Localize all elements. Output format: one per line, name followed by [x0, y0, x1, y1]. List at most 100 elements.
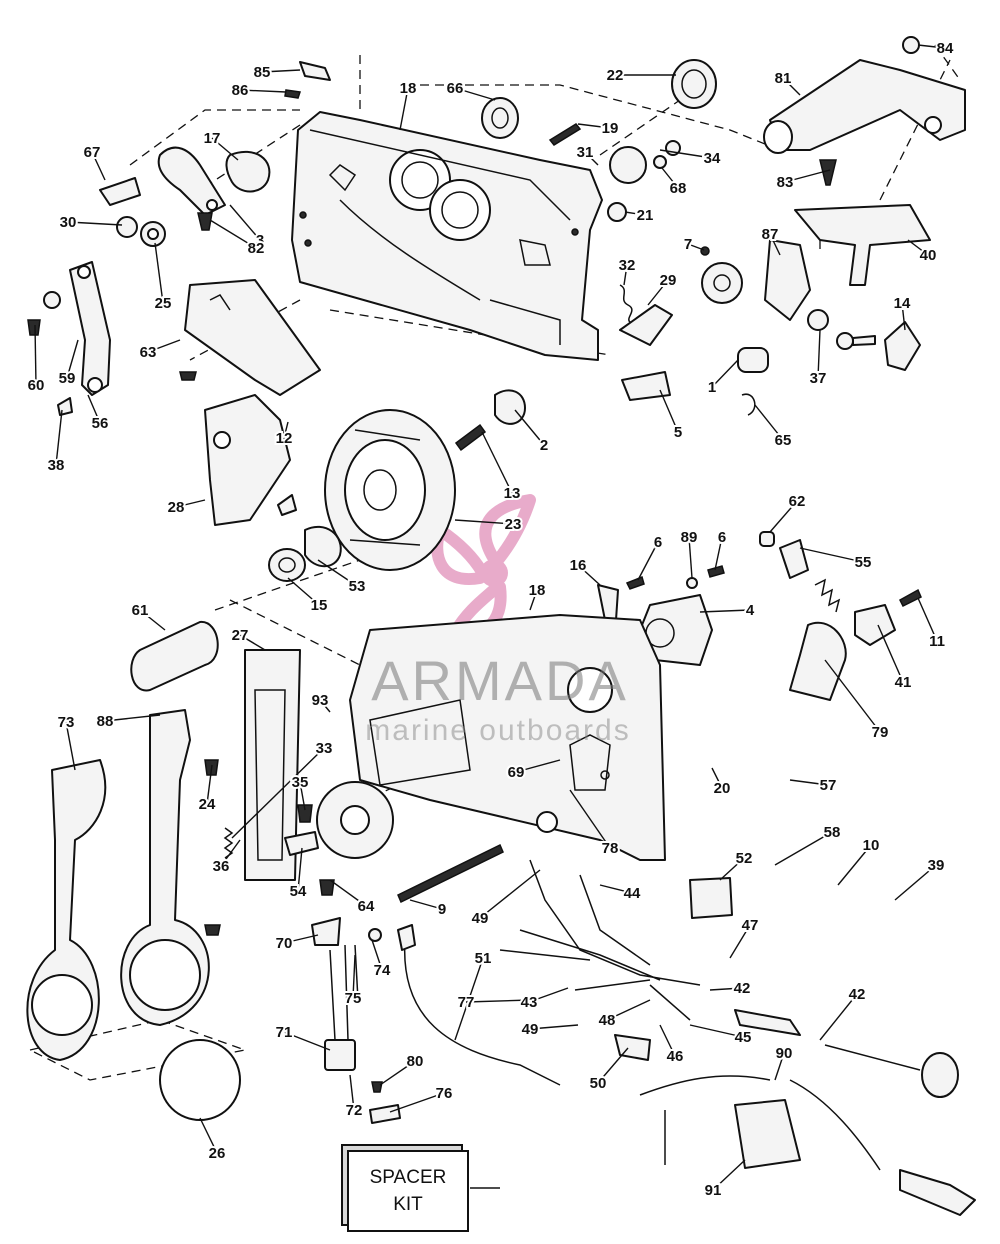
callout-leader-64 — [329, 879, 367, 907]
part-82-screw — [197, 212, 213, 231]
callout-leader-81 — [782, 77, 801, 96]
callout-halo-42: 42 — [849, 986, 866, 1003]
callout-54: 54 — [290, 883, 307, 900]
callout-leaders — [34, 44, 946, 1191]
part-54-clamp — [284, 831, 319, 856]
callout-leader-79 — [824, 659, 881, 733]
callout-halo-81: 81 — [775, 70, 792, 87]
callout-59: 59 — [59, 370, 76, 387]
callout-56: 56 — [92, 415, 109, 432]
callout-leader-31 — [584, 151, 599, 166]
callout-halo-18: 18 — [529, 582, 546, 599]
callout-leader-75 — [352, 954, 356, 999]
part-6-screw-b — [707, 565, 725, 578]
part-71-connector — [324, 944, 356, 1071]
callout-halo-82: 82 — [248, 240, 265, 257]
part-29-cam — [619, 304, 673, 346]
callout-41: 41 — [895, 674, 912, 691]
callout-44: 44 — [624, 885, 641, 902]
callout-halo-45: 45 — [735, 1029, 752, 1046]
callout-halo-78: 78 — [602, 840, 619, 857]
callout-leader-15 — [287, 577, 320, 606]
callout-60: 60 — [28, 377, 45, 394]
callout-leader-72 — [349, 1074, 355, 1111]
callout-halo-89: 89 — [681, 529, 698, 546]
part-wire-harness — [499, 859, 701, 1021]
upper-control-housing — [291, 111, 603, 361]
callout-leader-4 — [699, 609, 751, 613]
callout-halo-52: 52 — [736, 850, 753, 867]
part-63-plate — [184, 279, 321, 396]
callout-leader-74 — [371, 939, 383, 971]
callout-81: 81 — [775, 70, 792, 87]
callout-51: 51 — [475, 950, 492, 967]
part-14-cap — [884, 321, 921, 371]
callout-leader-27 — [239, 634, 266, 651]
part-31-disc — [609, 146, 647, 184]
callout-70: 70 — [276, 935, 293, 952]
part-60b-screw — [179, 371, 197, 381]
callout-39: 39 — [928, 857, 945, 874]
callout-leader-9 — [409, 899, 443, 910]
part-40-bracket — [794, 204, 931, 286]
part-75-wire — [354, 944, 359, 1001]
callout-halo-1: 1 — [708, 379, 716, 396]
callout-78: 78 — [602, 840, 619, 857]
part-73-handle — [26, 759, 107, 1061]
callout-leader-44 — [599, 884, 633, 894]
part-87-switch-bracket — [764, 239, 811, 321]
part-91-boot — [734, 1099, 801, 1169]
callout-12: 12 — [276, 430, 293, 447]
callout-7: 7 — [684, 236, 692, 253]
callout-31: 31 — [577, 144, 594, 161]
part-17-ring — [225, 150, 271, 193]
callout-leader-91 — [712, 1159, 746, 1191]
callout-22: 22 — [607, 67, 624, 84]
part-37-key — [836, 332, 876, 350]
callout-11: 11 — [929, 633, 945, 650]
callout-halo-27: 27 — [232, 627, 249, 644]
callout-halo-49: 49 — [522, 1021, 539, 1038]
part-ignition-switch — [701, 262, 743, 304]
callout-halo-40: 40 — [920, 247, 937, 264]
callout-leader-88 — [104, 714, 161, 722]
callout-52: 52 — [736, 850, 753, 867]
callout-halo-84: 84 — [937, 40, 954, 57]
part-9-bolt — [397, 843, 504, 904]
callout-halo-77: 77 — [458, 994, 475, 1011]
callout-leader-90 — [774, 1052, 785, 1081]
callout-79: 79 — [872, 724, 889, 741]
callout-34: 34 — [704, 150, 721, 167]
callout-halo-83: 83 — [777, 174, 794, 191]
callout-61: 61 — [132, 602, 149, 619]
part-84-nut — [902, 36, 920, 54]
callout-48: 48 — [599, 1012, 616, 1029]
callout-4: 4 — [746, 602, 755, 619]
callout-halo-57: 57 — [820, 777, 837, 794]
callout-76: 76 — [436, 1085, 453, 1102]
callout-halo-55: 55 — [855, 554, 872, 571]
part-74-screw — [368, 928, 382, 942]
callout-35: 35 — [292, 774, 309, 791]
callout-halo-12: 12 — [276, 430, 293, 447]
callout-80: 80 — [407, 1053, 424, 1070]
callout-halo-28: 28 — [168, 499, 185, 516]
callout-leader-6 — [637, 541, 659, 581]
callout-leader-87 — [769, 233, 781, 256]
callout-halo-90: 90 — [776, 1045, 793, 1062]
callout-halo-18: 18 — [400, 80, 417, 97]
callout-67: 67 — [84, 144, 101, 161]
callout-45: 45 — [735, 1029, 752, 1046]
callout-64: 64 — [358, 898, 375, 915]
callout-leader-6 — [714, 536, 723, 571]
callout-leader-16 — [577, 564, 601, 586]
part-15-bushing — [268, 548, 306, 582]
callout-halo-87: 87 — [762, 226, 779, 243]
callout-leader-47 — [729, 924, 751, 959]
callout-leader-48 — [606, 999, 651, 1021]
callout-halo-88: 88 — [97, 713, 114, 730]
callout-73: 73 — [58, 714, 75, 731]
part-81-throttle-arm — [763, 59, 966, 154]
callout-28: 28 — [168, 499, 185, 516]
callout-halo-6: 6 — [718, 529, 726, 546]
